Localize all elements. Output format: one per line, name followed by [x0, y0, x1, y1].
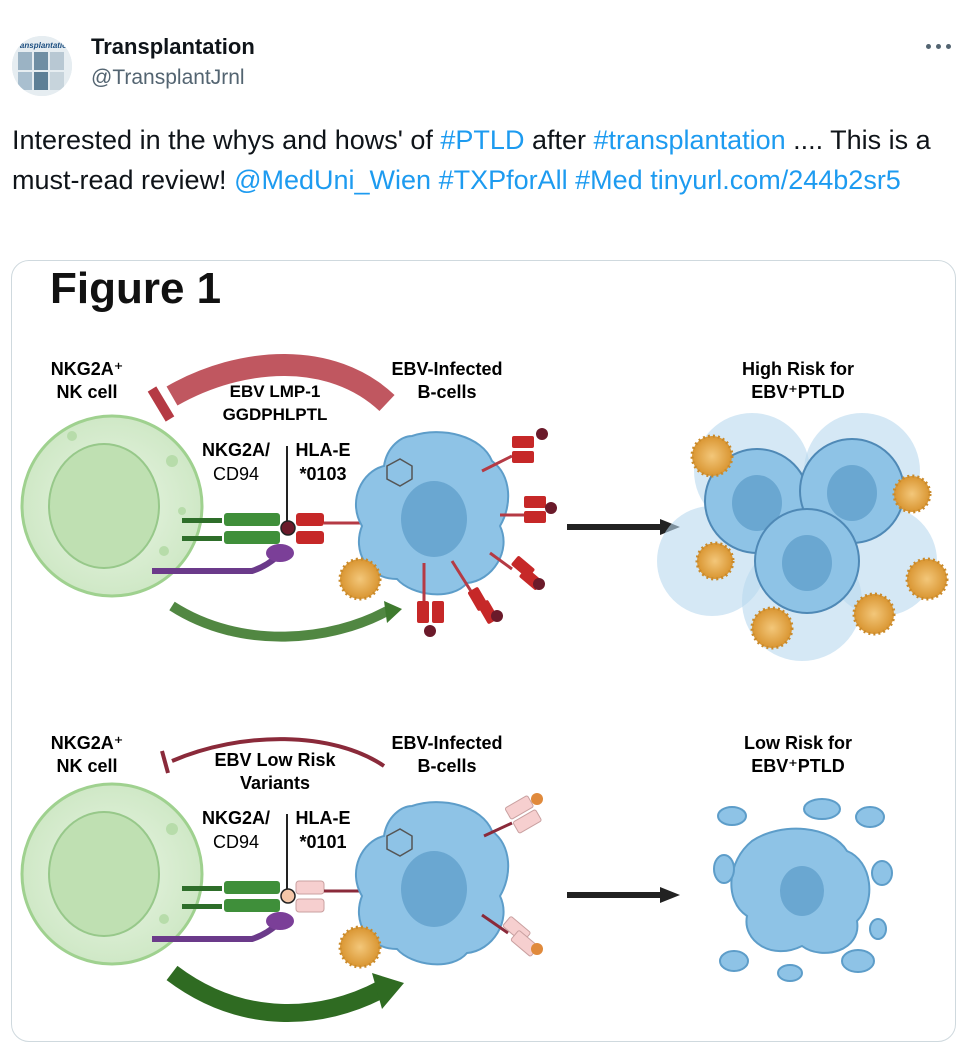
outcome-label: EBV⁺PTLD [751, 382, 845, 402]
bcell-label: EBV-Infected [391, 359, 502, 379]
figure-title: Figure 1 [50, 264, 221, 313]
tweet-text-part: .... This is a must-read review! [12, 125, 931, 195]
inhibition-arrow [171, 737, 386, 768]
b-cell-nucleus [401, 481, 467, 557]
receptor-label: CD94 [213, 832, 259, 852]
receptor-label: NKG2A/ [202, 808, 270, 828]
lysed-cell-fragments [713, 798, 893, 982]
hla-label: HLA-E [296, 440, 351, 460]
hla-e-surface-molecules [481, 793, 543, 957]
hashtag-link[interactable]: #TXPforAll [438, 165, 568, 195]
activation-arrow [166, 965, 387, 1022]
inhibition-bar [147, 386, 175, 422]
peptide-label: EBV LMP-1 [230, 382, 321, 401]
nk-label: NKG2A⁺ [51, 359, 124, 379]
ebv-virion-icon [386, 458, 413, 487]
hla-e-molecule [280, 446, 360, 544]
receptor-label: CD94 [213, 464, 259, 484]
nk-nucleus [48, 811, 160, 937]
tweet-text: Interested in the whys and hows' of #PTL… [12, 120, 962, 200]
ebv-virus-icon [338, 557, 382, 601]
bcell-label: B-cells [417, 756, 476, 776]
tweet-text-part: Interested in the whys and hows' of [12, 125, 441, 155]
b-cell-nucleus [401, 851, 467, 927]
peptide-label: Variants [240, 773, 310, 793]
nk-label: NK cell [56, 756, 117, 776]
inhibition-bar [160, 750, 170, 774]
outcome-label: Low Risk for [744, 733, 852, 753]
ebv-virus-icon [338, 925, 382, 969]
nkg2a-receptor [182, 513, 280, 544]
journal-cover-icon: Transplantation [12, 36, 72, 96]
avatar[interactable]: Transplantation [12, 36, 72, 96]
hla-label: *0101 [299, 832, 346, 852]
hashtag-link[interactable]: #PTLD [440, 125, 525, 155]
tweet-image[interactable]: Figure 1 NKG2A⁺ NK cell EBV LMP-1 GGDPHL… [11, 260, 956, 1042]
hla-e-surface-molecules [417, 428, 557, 637]
url-link[interactable]: tinyurl.com/244b2sr5 [650, 165, 901, 195]
bcell-label: EBV-Infected [391, 733, 502, 753]
nk-label: NKG2A⁺ [51, 733, 124, 753]
bottom-panel: NKG2A⁺ NK cell EBV Low Risk Variants NKG… [20, 733, 893, 1022]
figure-illustration: Figure 1 NKG2A⁺ NK cell EBV LMP-1 GGDPHL… [20, 264, 949, 1022]
author-name[interactable]: Transplantation [91, 34, 255, 59]
hla-e-molecule [280, 814, 360, 913]
peptide-label: EBV Low Risk [214, 750, 336, 770]
outcome-label: EBV⁺PTLD [751, 756, 845, 776]
ebv-virion-icon [386, 828, 413, 857]
outcome-label: High Risk for [742, 359, 854, 379]
activation-arrow [169, 601, 390, 642]
hla-label: HLA-E [296, 808, 351, 828]
hla-label: *0103 [299, 464, 346, 484]
nk-nucleus [48, 443, 160, 569]
nk-label: NK cell [56, 382, 117, 402]
nkg2a-receptor [182, 881, 280, 912]
inhibition-arrow [166, 354, 395, 412]
high-risk-cell-cluster [657, 413, 949, 661]
author-handle[interactable]: @TransplantJrnl [91, 66, 245, 89]
mention-link[interactable]: @MedUni_Wien [234, 165, 432, 195]
tweet-text-part: after [524, 125, 594, 155]
more-dots-icon[interactable] [926, 36, 952, 56]
bcell-label: B-cells [417, 382, 476, 402]
receptor-label: NKG2A/ [202, 440, 270, 460]
hashtag-link[interactable]: #transplantation [593, 125, 786, 155]
hashtag-link[interactable]: #Med [575, 165, 643, 195]
peptide-label: GGDPHLPTL [223, 405, 328, 424]
top-panel: NKG2A⁺ NK cell EBV LMP-1 GGDPHLPTL NKG2A… [20, 354, 949, 661]
avatar-title: Transplantation [12, 41, 72, 50]
